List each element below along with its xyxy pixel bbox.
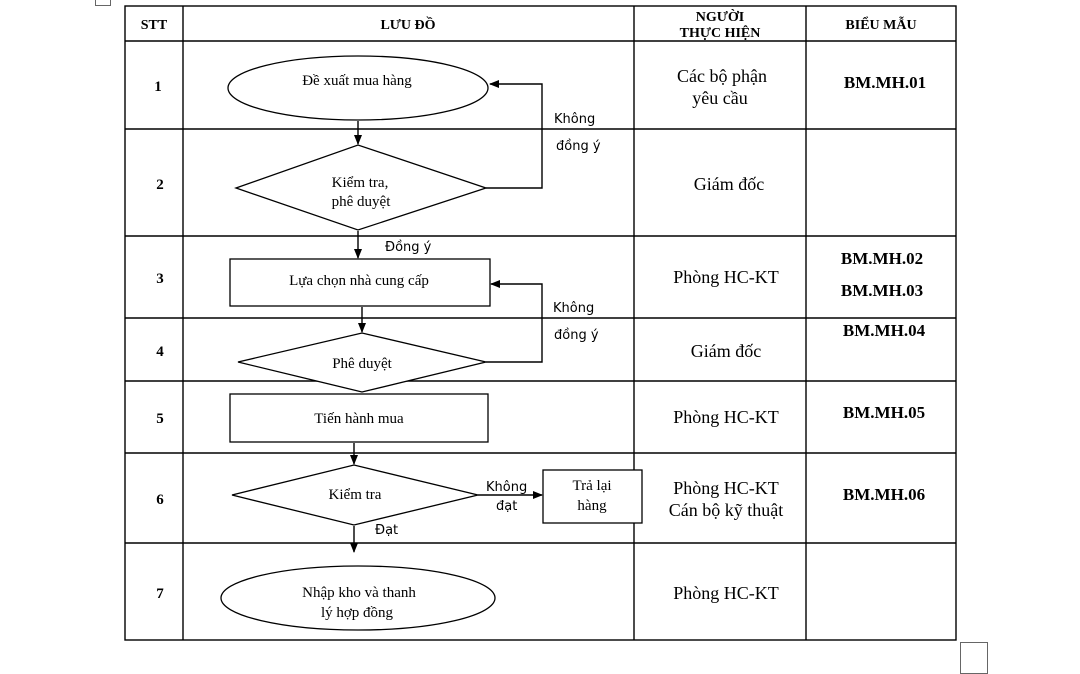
performer-row-7: Phòng HC-KT <box>673 583 779 603</box>
form-row-5: BM.MH.05 <box>843 403 925 422</box>
header-stt: STT <box>141 18 168 33</box>
edge-label-reject-1-line1: Không <box>554 112 595 127</box>
row-number-6: 6 <box>156 492 164 508</box>
edge-label-agree: Đồng ý <box>385 240 432 255</box>
arrow-review-reject-loop <box>486 80 543 189</box>
edge-label-pass: Đạt <box>375 523 398 538</box>
performer-row-1-line2: yêu cầu <box>692 88 747 108</box>
performer-row-6-line1: Phòng HC-KT <box>673 478 779 498</box>
performer-row-2: Giám đốc <box>694 174 764 194</box>
node-receive-label-line2: lý hợp đồng <box>321 605 394 621</box>
row-number-4: 4 <box>156 344 164 360</box>
performer-row-3: Phòng HC-KT <box>673 267 779 287</box>
process-table <box>124 5 957 641</box>
performer-row-1-line1: Các bộ phận <box>677 66 767 86</box>
form-row-1: BM.MH.01 <box>844 73 926 92</box>
node-inspect-label: Kiểm tra <box>329 487 382 503</box>
node-review-label-line1: Kiểm tra, <box>332 175 389 191</box>
node-review-label-line2: phê duyệt <box>332 194 392 210</box>
edge-label-reject-2-line1: Không <box>553 301 594 316</box>
process-node-purchase <box>229 393 489 443</box>
edge-label-reject-1-line2: đồng ý <box>556 139 601 154</box>
start-node-propose <box>227 55 489 121</box>
end-node-receive <box>220 565 496 631</box>
row-number-7: 7 <box>156 586 164 602</box>
table-border <box>124 5 957 641</box>
edge-label-fail-line1: Không <box>486 480 527 495</box>
node-receive-label-line1: Nhập kho và thanh <box>302 585 416 601</box>
row-number-5: 5 <box>156 411 164 427</box>
edge-label-fail-line2: đạt <box>496 499 517 514</box>
header-form: BIỂU MẪU <box>845 15 916 33</box>
row-number-2: 2 <box>156 177 164 193</box>
node-return-goods-line2: hàng <box>577 498 607 514</box>
node-propose-label: Đề xuất mua hàng <box>302 73 412 89</box>
form-row-6: BM.MH.06 <box>843 485 925 504</box>
node-approve-label: Phê duyệt <box>332 356 392 372</box>
performer-row-6-line2: Cán bộ kỹ thuật <box>669 500 784 520</box>
form-row-3-a: BM.MH.02 <box>841 249 923 268</box>
row-number-3: 3 <box>156 271 164 287</box>
header-performer-line1: NGƯỜI <box>696 8 744 25</box>
form-row-3-b: BM.MH.03 <box>841 281 923 300</box>
edge-label-reject-2-line2: đồng ý <box>554 328 599 343</box>
process-node-return-goods <box>542 469 643 524</box>
header-flowchart: LƯU ĐỒ <box>380 15 435 33</box>
node-purchase-label: Tiến hành mua <box>314 411 404 427</box>
performer-row-5: Phòng HC-KT <box>673 407 779 427</box>
row-number-1: 1 <box>154 79 162 95</box>
header-performer-line2: THỰC HIỆN <box>680 24 761 41</box>
process-node-select-supplier <box>229 258 491 307</box>
arrow-approve-reject-loop <box>486 280 543 363</box>
form-row-4: BM.MH.04 <box>843 321 926 340</box>
page-corner-mark-top <box>95 0 111 6</box>
node-select-supplier-label: Lựa chọn nhà cung cấp <box>289 273 429 289</box>
node-return-goods-line1: Trả lại <box>572 478 611 494</box>
performer-row-4: Giám đốc <box>691 341 761 361</box>
